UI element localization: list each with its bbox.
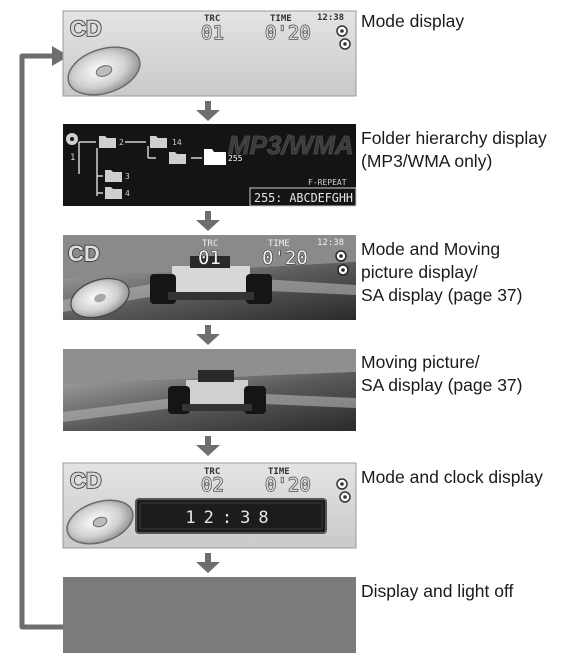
track-number: 01 <box>201 22 224 44</box>
race-car-image <box>168 370 266 414</box>
screen-moving-picture <box>63 349 356 431</box>
clock-readout: 12:38 <box>317 13 344 23</box>
time-label: TIME <box>270 14 292 24</box>
folder-number: 2 <box>119 138 124 147</box>
down-arrow <box>196 211 220 231</box>
folder-tree <box>78 141 202 196</box>
folder-number: 255 <box>228 154 243 163</box>
elapsed-time: 0'20 <box>265 474 311 496</box>
track-number: 01 <box>198 247 221 269</box>
source-label: CD <box>70 468 102 493</box>
time-label: TIME <box>268 467 290 477</box>
down-arrow <box>196 101 220 121</box>
disc-status-icon <box>336 478 351 503</box>
caption-mode-and-moving-picture: Mode and Moving picture display/ SA disp… <box>361 239 523 305</box>
elapsed-time: 0'20 <box>265 22 311 44</box>
track-number: 02 <box>201 474 224 496</box>
root-number: 1 <box>70 153 75 163</box>
screen-display-off <box>63 577 356 653</box>
caption-mode-and-clock: Mode and clock display <box>361 467 543 487</box>
track-label: TRC <box>204 14 220 24</box>
track-label: TRC <box>204 467 220 477</box>
elapsed-time: 0'20 <box>262 247 308 269</box>
source-label: CD <box>68 241 100 266</box>
time-label: TIME <box>268 239 290 249</box>
folder-icon <box>99 136 186 199</box>
down-arrow <box>196 553 220 573</box>
folder-name-box <box>249 187 357 207</box>
return-loop-arrow <box>19 46 69 630</box>
folder-number: 4 <box>125 189 130 198</box>
screen-mode-display: CD TRC 01 TIME 0'20 12:38 <box>62 10 357 97</box>
clock-panel <box>135 498 327 534</box>
race-car-image <box>150 256 272 304</box>
disc-status-icon <box>336 25 351 50</box>
down-arrow <box>196 325 220 345</box>
caption-folder-hierarchy: Folder hierarchy display (MP3/WMA only) <box>361 128 547 171</box>
disc-status-icon <box>335 250 349 276</box>
selected-folder-icon <box>204 149 226 165</box>
folder-name-line: 255: ABCDEFGHH <box>254 191 353 205</box>
folder-number: 15 <box>175 154 185 163</box>
folder-number: 3 <box>125 172 130 181</box>
folder-number: 14 <box>172 138 182 147</box>
mp3-wma-logo: MP3/WMA <box>228 130 354 160</box>
source-label: CD <box>70 16 102 41</box>
down-arrow <box>196 436 220 456</box>
screen-mode-and-clock: CD TRC 02 TIME 0'20 12:38 <box>62 462 357 549</box>
clock-readout: 12:38 <box>317 238 344 248</box>
caption-mode-display: Mode display <box>361 11 465 31</box>
caption-moving-picture: Moving picture/ SA display (page 37) <box>361 352 523 395</box>
clock-large-readout: 12:38 <box>185 508 276 528</box>
screen-folder-hierarchy: MP3/WMA 1 2 14 15 255 3 4 <box>63 124 357 207</box>
cd-disc-icon <box>66 499 134 545</box>
cd-disc-icon <box>70 277 130 319</box>
screen-mode-and-moving-picture: CD TRC 01 TIME 0'20 12:38 <box>63 235 356 320</box>
repeat-indicator: F-REPEAT <box>308 178 347 187</box>
track-label: TRC <box>202 239 218 249</box>
caption-display-off: Display and light off <box>361 581 514 601</box>
cd-disc-icon <box>67 46 141 96</box>
